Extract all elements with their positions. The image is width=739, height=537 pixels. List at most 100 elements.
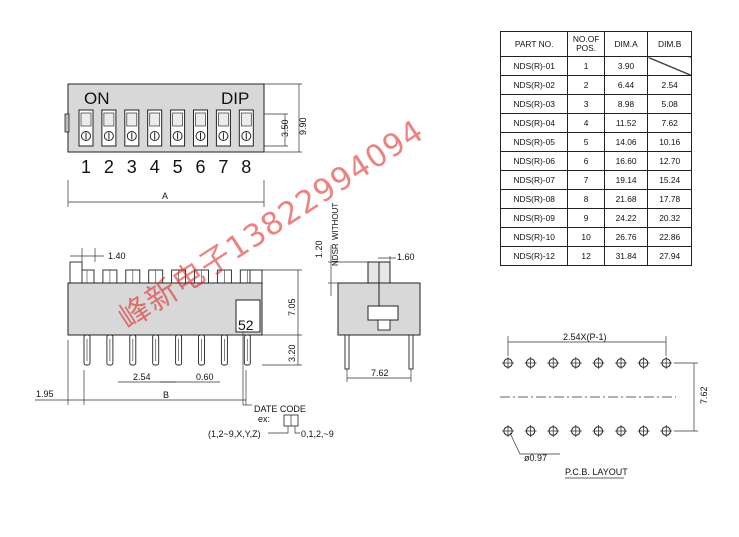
cell-dim-a: 14.06 (603, 132, 649, 152)
header-dim-b: DIM.B (647, 31, 692, 57)
cell-dim-b: 10.16 (647, 132, 692, 152)
dim-b-label: B (163, 390, 169, 400)
cell-no-of-pos: 7 (567, 170, 605, 190)
dim-140-label: 1.40 (108, 251, 126, 261)
cell-dim-b: 2.54 (647, 75, 692, 95)
pcb-row-label: 7.62 (699, 386, 709, 404)
side-view-pin-left (344, 334, 350, 370)
cell-dim-b: 5.08 (647, 94, 692, 114)
cell-no-of-pos: 8 (567, 189, 605, 209)
front-view: 52 DATE CODE ex: (1,2~9,X,Y,Z) 0,1,2,~9 … (35, 248, 334, 439)
cell-no-of-pos: 2 (567, 75, 605, 95)
side-note-line2: WITHOUT (331, 203, 340, 240)
cell-part-no: NDS(R)-10 (499, 227, 569, 247)
cell-no-of-pos: 12 (567, 246, 605, 266)
dim-350-label: 3.50 (280, 119, 290, 137)
switch-slot-upper (80, 112, 92, 127)
cell-no-of-pos: 3 (567, 94, 605, 114)
cell-dim-b: 15.24 (647, 170, 692, 190)
side-view: 1.20 NDSR WITHOUT 1.60 7.62 (314, 203, 421, 382)
cell-part-no: NDS(R)-12 (499, 246, 569, 266)
date-code-ex: ex: (258, 414, 270, 424)
switch-slots (78, 109, 254, 147)
cell-dim-b: 12.70 (647, 151, 692, 171)
cell-part-no: NDS(R)-07 (499, 170, 569, 190)
front-pins (83, 334, 251, 366)
cell-part-no: NDS(R)-05 (499, 132, 569, 152)
cell-dim-a: 24.22 (603, 208, 649, 228)
dim-120-label: 1.20 (314, 240, 324, 258)
switch-slot-upper (195, 112, 206, 127)
switch-number: 3 (127, 157, 137, 177)
cell-part-no: NDS(R)-01 (499, 56, 569, 76)
cell-no-of-pos: 1 (567, 56, 605, 76)
dim-160-label: 1.60 (397, 252, 415, 262)
pcb-holes (502, 357, 673, 437)
pcb-hole-leader (509, 432, 560, 455)
cell-dim-a: 8.98 (603, 94, 649, 114)
cell-dim-b: 7.62 (647, 113, 692, 133)
cell-dim-b: 22.86 (647, 227, 692, 247)
front-view-body (67, 282, 263, 336)
cell-dim-a: 3.90 (603, 56, 649, 76)
dim-320-label: 3.20 (287, 344, 297, 362)
cell-dim-a: 31.84 (603, 246, 649, 266)
cell-no-of-pos: 6 (567, 151, 605, 171)
dim-a-label: A (162, 191, 168, 201)
date-code-right-leader (294, 426, 300, 434)
cell-part-no: NDS(R)-02 (499, 75, 569, 95)
switch-slot-upper (149, 112, 161, 127)
pcb-pitch-label: 2.54X(P-1) (563, 332, 607, 342)
side-note-line1: NDSR (331, 243, 340, 266)
side-view-slider (367, 305, 399, 321)
cell-no-of-pos: 4 (567, 113, 605, 133)
dip-label: DIP (221, 89, 249, 108)
on-label: ON (84, 89, 110, 108)
top-view-left-tab (64, 113, 70, 133)
header-dim-a: DIM.A (603, 31, 649, 57)
cell-part-no: NDS(R)-04 (499, 113, 569, 133)
marking-text: 52 (238, 317, 254, 333)
cell-part-no: NDS(R)-09 (499, 208, 569, 228)
pcb-title: P.C.B. LAYOUT (565, 467, 628, 477)
side-view-pin-right (408, 334, 414, 370)
dim-990-label: 9.90 (298, 117, 308, 135)
cell-dim-b (647, 56, 692, 76)
cell-part-no: NDS(R)-03 (499, 94, 569, 114)
top-view-body (67, 83, 265, 153)
date-code-label: DATE CODE (254, 404, 306, 414)
cell-dim-a: 21.68 (603, 189, 649, 209)
pcb-hole-label: ø0.97 (524, 453, 547, 463)
front-right-tab (249, 269, 263, 284)
spec-table: PART NO. NO.OF POS. DIM.A DIM.B NDS(R)-0… (499, 31, 692, 266)
cell-dim-a: 6.44 (603, 75, 649, 95)
marking-box (235, 299, 261, 333)
dim-195-label: 1.95 (36, 389, 54, 399)
cell-dim-b: 20.32 (647, 208, 692, 228)
cell-no-of-pos: 5 (567, 132, 605, 152)
dim-060-label: 0.60 (196, 372, 214, 382)
side-view-slider-base (377, 319, 391, 331)
cell-part-no: NDS(R)-06 (499, 151, 569, 171)
switch-number: 7 (218, 157, 228, 177)
date-code-left: (1,2~9,X,Y,Z) (208, 429, 261, 439)
date-code-right: 0,1,2,~9 (301, 429, 334, 439)
switch-number: 2 (104, 157, 114, 177)
switch-number: 1 (81, 157, 91, 177)
pcb-layout: 2.54X(P-1) 7.62 ø0.97 P.C.B. LAYOUT (500, 332, 709, 479)
switch-slot-upper (240, 112, 252, 127)
switch-number: 4 (150, 157, 160, 177)
cell-no-of-pos: 9 (567, 208, 605, 228)
switch-number: 6 (196, 157, 206, 177)
switch-slot-upper (172, 112, 183, 127)
